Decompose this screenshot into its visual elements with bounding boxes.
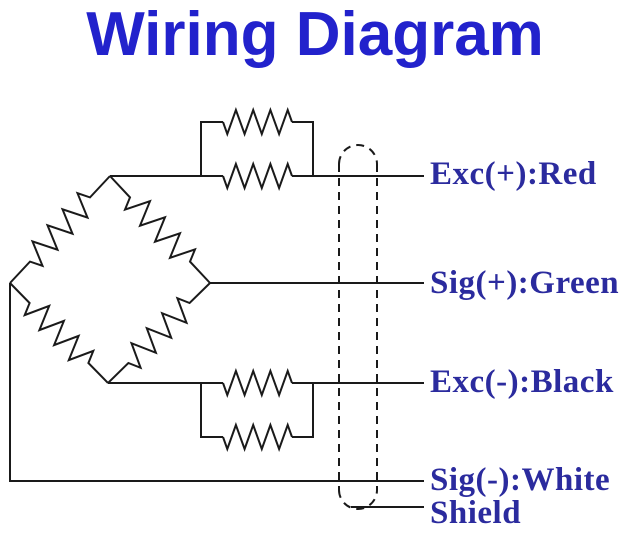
resistor-zigzag-top-branch bbox=[222, 107, 293, 137]
signal-negative-wire bbox=[9, 283, 424, 482]
wheatstone-bridge-diamond bbox=[9, 175, 211, 384]
wire-label-sig-positive: Sig(+):Green bbox=[430, 264, 620, 301]
bridge-resistor-bottom-left bbox=[9, 282, 109, 384]
wire-label-exc-positive: Exc(+):Red bbox=[430, 155, 597, 192]
bridge-resistor-top-left bbox=[9, 175, 111, 284]
wire-label-exc-negative: Exc(-):Black bbox=[430, 363, 614, 400]
resistor-zigzag-exc-pos bbox=[222, 161, 293, 191]
resistor-zigzag-bottom-branch bbox=[222, 422, 293, 452]
excitation-negative-parallel-loop bbox=[200, 383, 314, 438]
wire-label-sig-negative: Sig(-):White bbox=[430, 461, 611, 498]
diagram-title: Wiring Diagram bbox=[86, 0, 544, 69]
resistor-zigzag-exc-neg bbox=[222, 368, 293, 398]
excitation-positive-parallel-loop bbox=[200, 121, 314, 176]
cable-sheath-dashed-outline bbox=[338, 144, 378, 510]
wire-label-shield: Shield bbox=[430, 494, 522, 531]
bridge-resistor-top-right bbox=[109, 175, 211, 284]
bridge-resistor-bottom-right bbox=[107, 282, 211, 384]
